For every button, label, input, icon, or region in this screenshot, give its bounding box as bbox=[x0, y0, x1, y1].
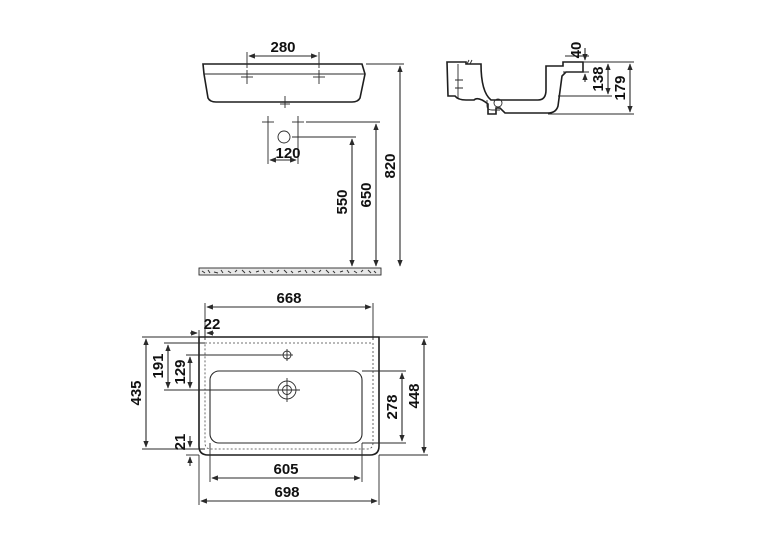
side-overflow-circle bbox=[493, 98, 503, 108]
side-basin-section bbox=[446, 61, 584, 115]
dim-435-label: 435 bbox=[128, 380, 145, 405]
front-tap-hole-left bbox=[241, 70, 253, 84]
dim-650-label: 650 bbox=[358, 182, 375, 207]
dim-191-label: 191 bbox=[150, 353, 167, 378]
floor-hatch bbox=[198, 267, 382, 276]
dim-698-label: 698 bbox=[274, 484, 299, 501]
dim-138-label: 138 bbox=[590, 66, 607, 91]
dim-179-label: 179 bbox=[612, 75, 629, 100]
top-basin-outline bbox=[198, 336, 380, 456]
top-tap-hole bbox=[281, 349, 293, 361]
side-view: 40 138 179 bbox=[446, 42, 634, 115]
dim-448-label: 448 bbox=[406, 383, 423, 408]
front-basin-outline bbox=[202, 63, 366, 103]
top-view: 668 22 191 129 435 21 278 bbox=[128, 290, 428, 505]
wall-connection-left bbox=[262, 116, 274, 128]
dim-22-label: 22 bbox=[204, 316, 221, 333]
dim-280-label: 280 bbox=[270, 39, 295, 56]
dim-278-label: 278 bbox=[384, 394, 401, 419]
dim-820-label: 820 bbox=[382, 153, 399, 178]
dim-120-label: 120 bbox=[275, 145, 300, 162]
dim-668-label: 668 bbox=[276, 290, 301, 307]
dim-129-label: 129 bbox=[172, 359, 189, 384]
dim-550-label: 550 bbox=[334, 189, 351, 214]
dim-40-label: 40 bbox=[568, 42, 585, 59]
front-view: 280 120 550 650 820 bbox=[198, 39, 404, 276]
top-rim-dashed bbox=[204, 342, 374, 450]
drain-pipe-circle bbox=[277, 130, 291, 144]
dim-605-label: 605 bbox=[273, 461, 298, 478]
dim-21-label: 21 bbox=[172, 434, 189, 451]
front-tap-hole-right bbox=[313, 70, 325, 84]
wall-connection-right bbox=[292, 116, 304, 128]
top-bowl bbox=[209, 370, 363, 444]
